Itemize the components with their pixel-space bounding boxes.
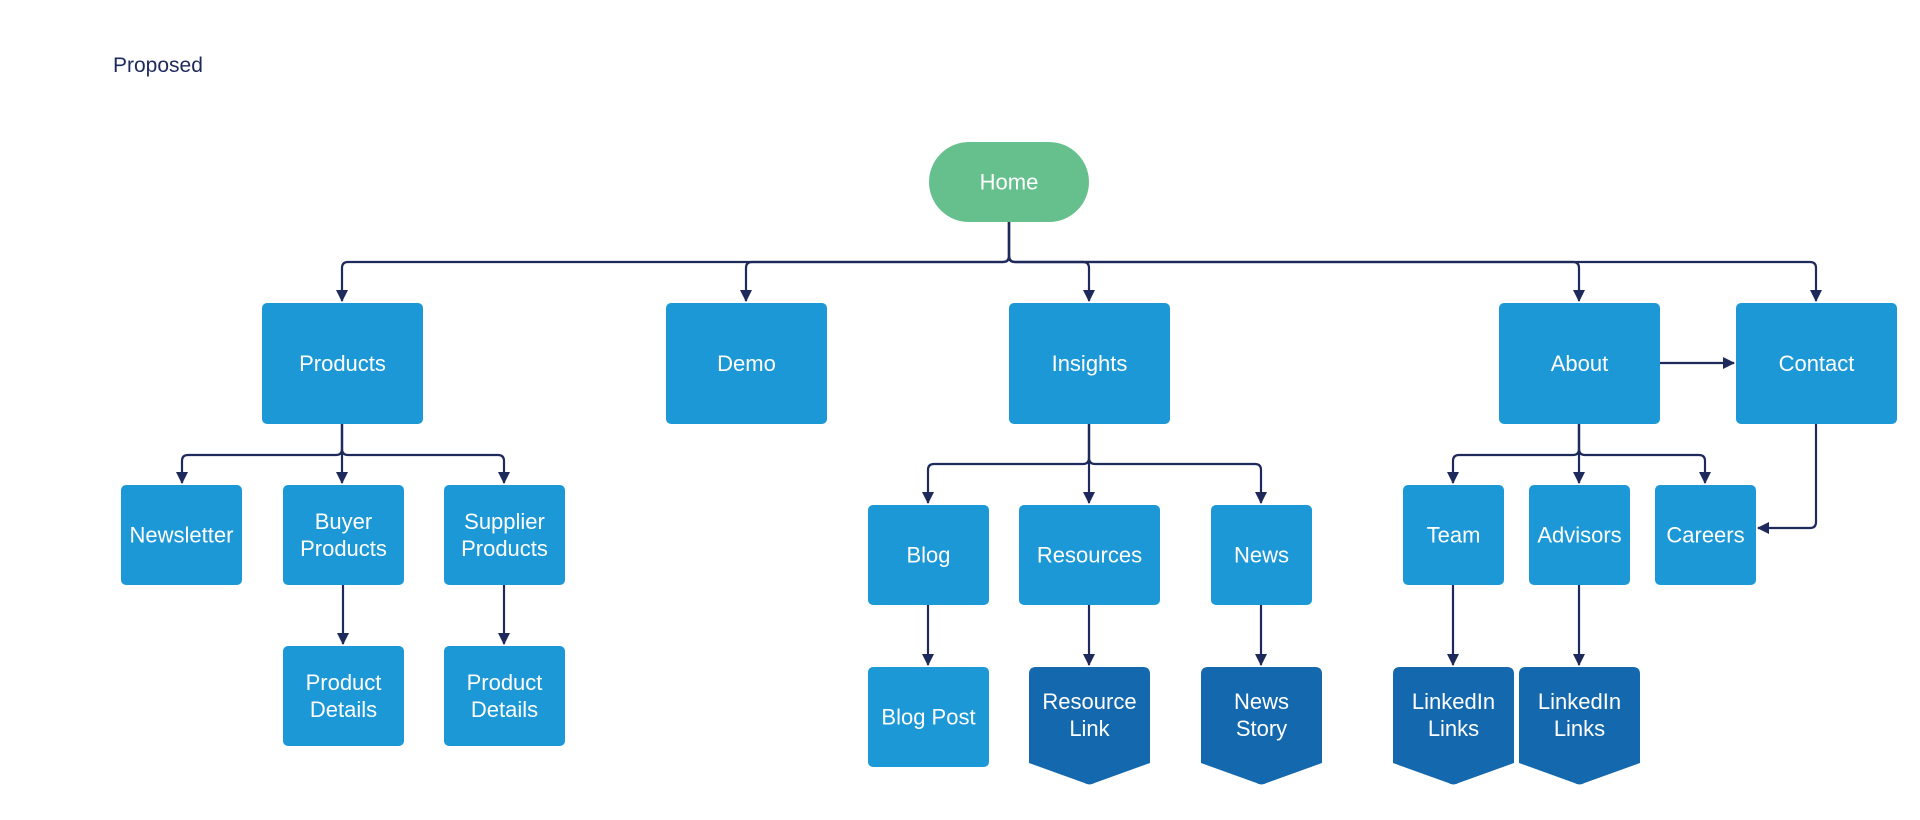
node-team-linkedin-label-line-2: Links xyxy=(1428,716,1479,741)
connectors xyxy=(176,222,1822,666)
node-buyer-product-details-shape xyxy=(283,646,404,746)
node-advisors: Advisors xyxy=(1529,485,1630,585)
connector-insights-to-news xyxy=(1087,424,1267,504)
diagram-caption: Proposed xyxy=(113,54,203,77)
node-blog-post: Blog Post xyxy=(868,667,989,767)
node-newsletter: Newsletter xyxy=(121,485,242,585)
node-supplier-product-details-shape xyxy=(444,646,565,746)
node-supplier-product-details-label-line-2: Details xyxy=(471,697,538,722)
node-home: Home xyxy=(929,142,1089,222)
node-team-shape xyxy=(1403,485,1504,585)
node-news-label-line-1: News xyxy=(1234,543,1289,568)
node-advisors-linkedin-label-line-2: Links xyxy=(1554,716,1605,741)
node-supplier-products-label-line-2: Products xyxy=(461,536,548,561)
node-insights: Insights xyxy=(1009,303,1170,424)
node-team-linkedin-shape xyxy=(1393,667,1514,785)
node-buyer-products-shape xyxy=(283,485,404,585)
connector-contact-to-careers xyxy=(1757,424,1818,534)
node-about: About xyxy=(1499,303,1660,424)
node-supplier-product-details-label-line-1: Product xyxy=(467,670,543,695)
node-resources: Resources xyxy=(1019,505,1160,605)
node-buyer-product-details-label-line-1: Product xyxy=(306,670,382,695)
node-resources-label-line-1: Resources xyxy=(1037,543,1142,568)
node-about-shape xyxy=(1499,303,1660,424)
node-supplier-products-shape xyxy=(444,485,565,585)
node-advisors-label-line-1: Advisors xyxy=(1537,523,1621,548)
node-careers-label-line-1: Careers xyxy=(1666,523,1744,548)
node-team: Team xyxy=(1403,485,1504,585)
node-news-story-shape xyxy=(1201,667,1322,785)
node-blog-shape xyxy=(868,505,989,605)
node-products-shape xyxy=(262,303,423,424)
connector-home-to-demo xyxy=(740,222,1011,302)
node-resource-link-label-line-2: Link xyxy=(1069,716,1110,741)
connector-about-to-careers xyxy=(1577,424,1711,484)
node-insights-shape xyxy=(1009,303,1170,424)
node-blog-post-label-line-1: Blog Post xyxy=(881,705,975,730)
node-demo-label-line-1: Demo xyxy=(717,351,776,376)
connector-insights-to-blog xyxy=(922,424,1091,504)
node-about-label-line-1: About xyxy=(1551,351,1609,376)
node-team-label-line-1: Team xyxy=(1427,523,1481,548)
node-team-linkedin-label-line-1: LinkedIn xyxy=(1412,689,1495,714)
node-news-story-label-line-2: Story xyxy=(1236,716,1287,741)
node-supplier-products-label-line-1: Supplier xyxy=(464,509,545,534)
node-home-shape xyxy=(929,142,1089,222)
node-news: News xyxy=(1211,505,1312,605)
node-news-shape xyxy=(1211,505,1312,605)
node-careers-shape xyxy=(1655,485,1756,585)
node-products-label-line-1: Products xyxy=(299,351,386,376)
node-contact: Contact xyxy=(1736,303,1897,424)
node-demo: Demo xyxy=(666,303,827,424)
node-buyer-product-details-label-line-2: Details xyxy=(310,697,377,722)
node-contact-label-line-1: Contact xyxy=(1779,351,1855,376)
node-demo-shape xyxy=(666,303,827,424)
connector-products-to-newsletter xyxy=(176,424,344,484)
node-blog-post-shape xyxy=(868,667,989,767)
node-careers: Careers xyxy=(1655,485,1756,585)
node-resource-link-shape xyxy=(1029,667,1150,785)
connector-about-to-team xyxy=(1447,424,1581,484)
connector-products-to-supplier-products xyxy=(340,424,510,484)
node-insights-label-line-1: Insights xyxy=(1052,351,1128,376)
node-resource-link-label-line-1: Resource xyxy=(1042,689,1136,714)
node-products: Products xyxy=(262,303,423,424)
node-resources-shape xyxy=(1019,505,1160,605)
node-newsletter-shape xyxy=(121,485,242,585)
node-advisors-linkedin-label-line-1: LinkedIn xyxy=(1538,689,1621,714)
node-advisors-linkedin-shape xyxy=(1519,667,1640,785)
node-buyer-products-label-line-1: Buyer xyxy=(315,509,372,534)
node-advisors-shape xyxy=(1529,485,1630,585)
node-news-story-label-line-1: News xyxy=(1234,689,1289,714)
node-buyer-products-label-line-2: Products xyxy=(300,536,387,561)
connector-home-to-contact xyxy=(1007,222,1822,302)
node-home-label-line-1: Home xyxy=(980,170,1039,195)
node-newsletter-label-line-1: Newsletter xyxy=(130,523,234,548)
node-blog: Blog xyxy=(868,505,989,605)
node-blog-label-line-1: Blog xyxy=(906,543,950,568)
node-contact-shape xyxy=(1736,303,1897,424)
